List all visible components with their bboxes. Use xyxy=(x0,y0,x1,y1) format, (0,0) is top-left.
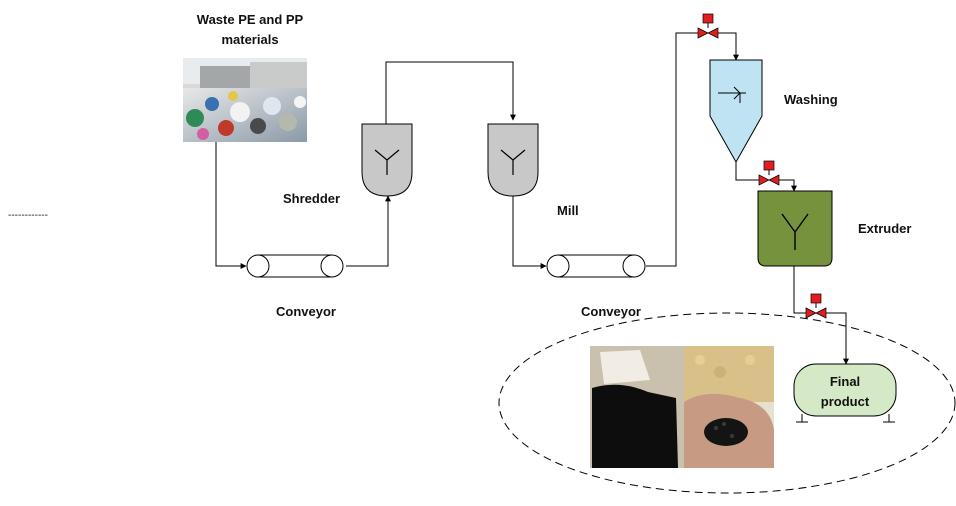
shredder-label: Shredder xyxy=(283,191,340,206)
product-region-ellipse xyxy=(498,312,956,494)
conveyor-2-label: Conveyor xyxy=(581,304,641,319)
extruder xyxy=(757,190,833,267)
final-product-tank xyxy=(793,363,897,423)
valve-icon xyxy=(758,160,780,186)
waste-plastics-photo xyxy=(183,58,307,142)
final-product-label-line2: product xyxy=(821,394,870,409)
flow-mill-to-conveyor-2 xyxy=(512,196,547,269)
valve-icon xyxy=(697,13,719,39)
flow-conveyor-1-to-shredder xyxy=(346,195,391,267)
washing-label: Washing xyxy=(784,92,838,107)
conveyor-2 xyxy=(546,254,646,278)
shredder-hopper xyxy=(361,123,413,197)
conveyor-1-label: Conveyor xyxy=(276,304,336,319)
flow-shredder-to-mill xyxy=(385,61,516,124)
conveyor-1 xyxy=(246,254,344,278)
mill-label: Mill xyxy=(557,203,579,218)
extruder-label: Extruder xyxy=(858,221,911,236)
flow-waste-to-conveyor-1 xyxy=(215,142,247,269)
dash-line-text: ------------ xyxy=(8,210,48,221)
plastic-pellets-photo xyxy=(590,346,774,468)
waste-label-line1: Waste PE and PP xyxy=(197,12,304,27)
mill-hopper xyxy=(487,123,539,197)
valve-icon xyxy=(805,293,827,319)
waste-label-line2: materials xyxy=(221,32,278,47)
flow-conveyor-2-to-washing xyxy=(646,32,739,267)
final-product-label-line1: Final xyxy=(830,374,860,389)
washing-tank xyxy=(709,59,763,164)
